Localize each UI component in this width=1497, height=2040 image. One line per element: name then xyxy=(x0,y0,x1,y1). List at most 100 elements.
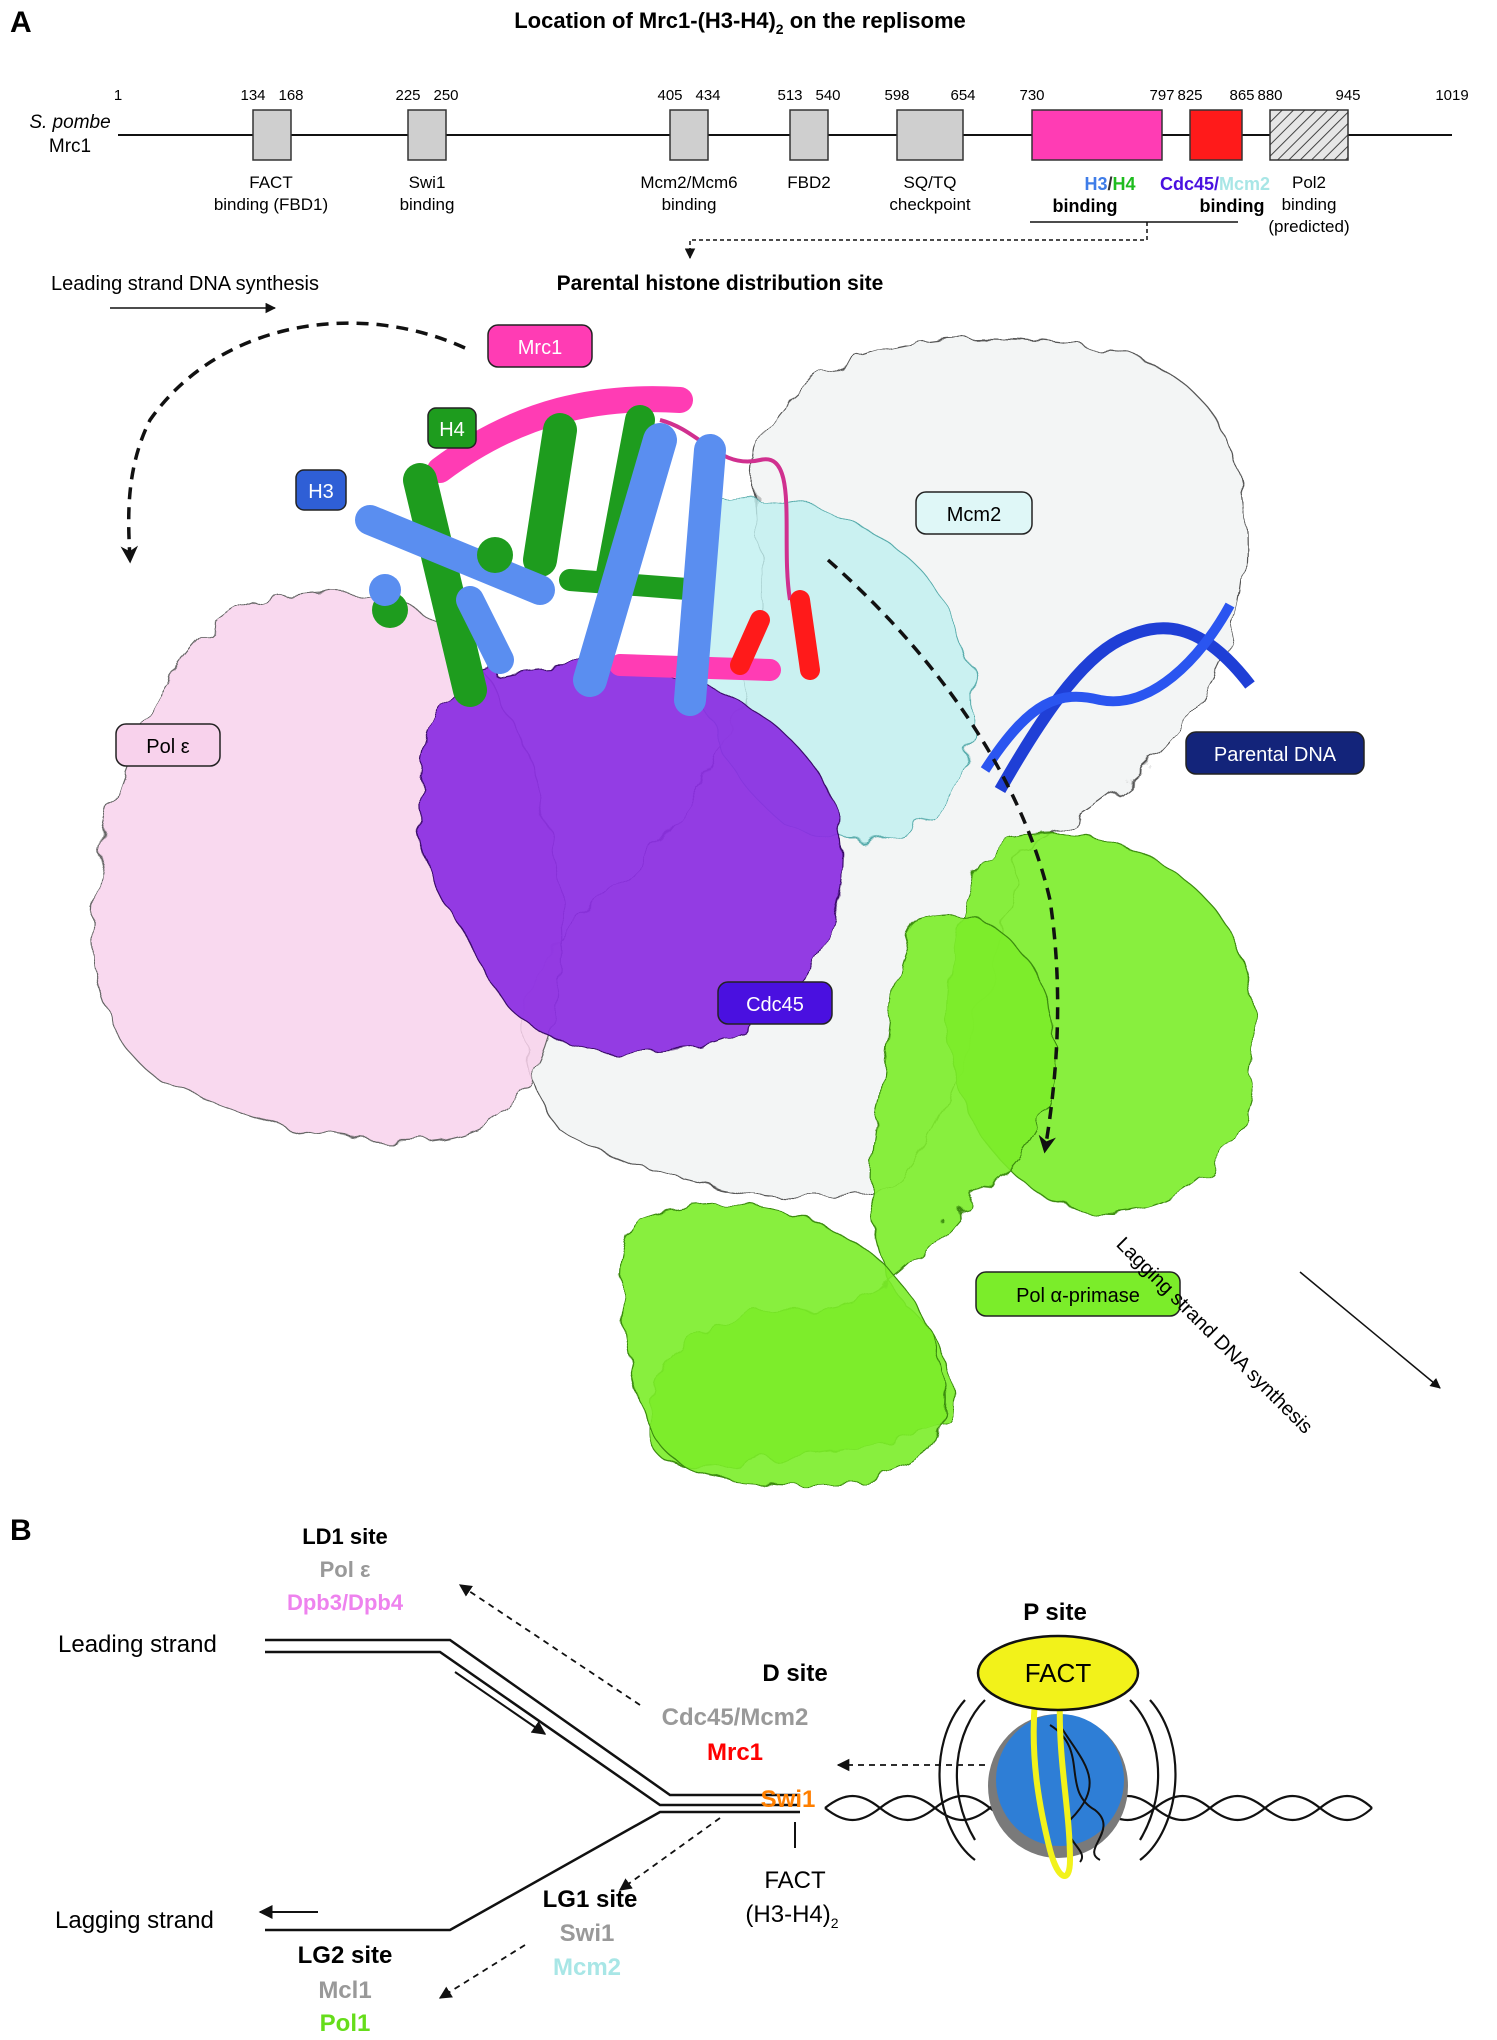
nucleosome-arc-right-outer xyxy=(1139,1699,1177,1861)
ld1-title: LD1 site xyxy=(302,1524,388,1549)
nucleosome-arc-right xyxy=(1129,1699,1160,1841)
residue-position: 250 xyxy=(433,87,458,104)
domain-label-line2: binding (FBD1) xyxy=(214,195,328,214)
h4-helix-1 xyxy=(403,463,487,707)
cdc45-binding-word: binding xyxy=(1200,196,1265,216)
h4-tag-text: H4 xyxy=(439,419,465,441)
h4-tag xyxy=(427,407,477,449)
residue-position: 598 xyxy=(884,87,909,104)
histone-cartoon xyxy=(355,386,820,716)
domain-label-line2: binding xyxy=(1282,195,1337,214)
fact-ellipse xyxy=(976,1634,1140,1712)
residue-position: 945 xyxy=(1335,87,1360,104)
fact-line2-sub: 2 xyxy=(831,1915,839,1931)
residue-position: 1019 xyxy=(1435,87,1468,104)
cdc45-helix-a xyxy=(730,610,770,675)
panel-b-letter: B xyxy=(10,1514,32,1547)
lagging-synthesis-arrow xyxy=(1299,1271,1441,1389)
p-site-title: P site xyxy=(1023,1599,1087,1626)
panel-a-title: Location of Mrc1-(H3-H4)2 on the repliso… xyxy=(514,8,966,37)
protein-label: Mrc1 xyxy=(49,136,91,157)
fact-ellipse-text: FACT xyxy=(1025,1658,1092,1688)
h3-tag-text: H3 xyxy=(308,481,334,503)
ld1-line1: Pol ε xyxy=(320,1557,371,1582)
nucleosome-dna-wrap xyxy=(1049,1724,1105,1861)
lagging-strand-label: Lagging strand xyxy=(55,1907,214,1934)
leading-strand-bottom xyxy=(265,1650,800,1807)
h4-text: H4 xyxy=(1113,174,1136,194)
h4-helix-2 xyxy=(523,413,577,577)
panel-a-letter: A xyxy=(10,6,32,39)
mrc1-tag-text: Mrc1 xyxy=(518,337,562,359)
domain-fbd1 xyxy=(252,109,292,161)
title-tail: on the replisome xyxy=(784,8,966,33)
cdc45-text: Cdc45 xyxy=(1160,174,1214,194)
residue-position: 654 xyxy=(950,87,975,104)
lg1-line2: Mcm2 xyxy=(553,1954,621,1981)
h3h4-binding-label: H3/H4 xyxy=(1084,174,1135,194)
pol-e-tag xyxy=(115,723,221,767)
leading-new-strand-arrow xyxy=(454,1671,547,1735)
residue-position: 405 xyxy=(657,87,682,104)
residue-position: 168 xyxy=(278,87,303,104)
lg2-line1: Mcl1 xyxy=(318,1977,371,2004)
mcm2-tag xyxy=(915,491,1033,535)
pol-e-tag-text: Pol ε xyxy=(146,736,189,758)
pol-alpha-surface-bottom xyxy=(619,1205,945,1487)
domain-cdc45 xyxy=(1189,109,1243,161)
residue-position: 880 xyxy=(1257,87,1282,104)
residue-position: 540 xyxy=(815,87,840,104)
parental-dna-tag xyxy=(1185,731,1365,775)
parental-dna-wave-a xyxy=(824,1795,1373,1822)
leading-strand-top xyxy=(265,1638,800,1797)
pol-a-tag xyxy=(975,1271,1181,1317)
nucleosome-dna-wrap-2 xyxy=(1057,1721,1091,1863)
lg1-line1: Swi1 xyxy=(560,1920,615,1947)
domain-label-line1: SQ/TQ xyxy=(904,173,957,192)
lagging-strand-top xyxy=(265,1810,800,1932)
h3-text: H3 xyxy=(1084,174,1107,194)
mrc1-loop xyxy=(659,418,792,601)
organism-label: S. pombe xyxy=(29,112,110,133)
sep2-text: / xyxy=(1214,174,1219,194)
h3h4-binding-word: binding xyxy=(1053,196,1118,216)
domain-sqtq xyxy=(896,109,964,161)
residue-position: 1 xyxy=(114,87,122,104)
fact-line2-main: (H3-H4) xyxy=(745,1901,830,1928)
leading-dashed-path xyxy=(120,321,466,564)
h3-helix-2 xyxy=(456,586,514,674)
d-site-line3: Swi1 xyxy=(761,1786,816,1813)
fact-line1: FACT xyxy=(764,1867,826,1894)
residue-position: 865 xyxy=(1229,87,1254,104)
distribution-site-label: Parental histone distribution site xyxy=(557,272,884,295)
domain-label-line2: binding xyxy=(662,195,717,214)
title-subscript: 2 xyxy=(776,21,784,37)
parental-dna-tag-text: Parental DNA xyxy=(1214,744,1337,766)
h3-bead xyxy=(369,574,401,606)
leading-strand-label: Leading strand xyxy=(58,1631,217,1658)
mcm2-tag-text: Mcm2 xyxy=(947,504,1001,526)
distribution-pointer xyxy=(684,222,1148,260)
nucleosome-arc-left xyxy=(955,1699,986,1841)
cdc45-tag-text: Cdc45 xyxy=(746,994,804,1016)
d-site-line2: Mrc1 xyxy=(707,1739,763,1766)
nucleosome xyxy=(996,1714,1124,1846)
residue-position: 797 xyxy=(1149,87,1174,104)
title-main: Location of Mrc1-(H3-H4) xyxy=(514,8,776,33)
lg1-dashed-arrow xyxy=(618,1817,721,1891)
ld1-dashed-arrow xyxy=(458,1584,641,1706)
domain-label-line1: FACT xyxy=(249,173,292,192)
lagging-dashed-path xyxy=(826,558,1060,1154)
d-site-title: D site xyxy=(762,1660,827,1687)
residue-position: 513 xyxy=(777,87,802,104)
domain-label-line1: FBD2 xyxy=(787,173,830,192)
residue-position: 134 xyxy=(240,87,265,104)
leading-synthesis-label: Leading strand DNA synthesis xyxy=(51,273,319,295)
h3-helix-3 xyxy=(573,423,677,697)
residue-position: 434 xyxy=(695,87,720,104)
h3-helix-4 xyxy=(674,434,726,716)
domain-label-line1: Pol2 xyxy=(1292,173,1326,192)
residue-position: 225 xyxy=(395,87,420,104)
mrc1-tag xyxy=(487,324,593,368)
